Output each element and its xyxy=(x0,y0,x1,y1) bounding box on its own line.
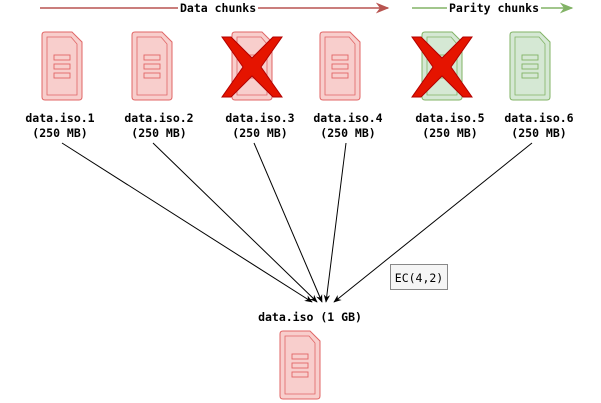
chunk-name: data.iso.5 xyxy=(415,111,485,125)
parity-chunks-header: Parity chunks xyxy=(447,1,542,15)
chunk-to-file-arrow xyxy=(152,142,318,303)
file-icon xyxy=(41,31,83,101)
file-icon xyxy=(509,31,551,101)
result-file-icon xyxy=(279,330,321,400)
chunk-name: data.iso.6 xyxy=(504,111,574,125)
chunk-size: (250 MB) xyxy=(131,126,187,140)
chunk-size: (250 MB) xyxy=(232,126,288,140)
chunk-size: (250 MB) xyxy=(422,126,478,140)
chunk-name: data.iso.3 xyxy=(225,111,295,125)
result-file-label: data.iso (1 GB) xyxy=(258,310,362,324)
chunk-name: data.iso.1 xyxy=(25,111,95,125)
chunk-name: data.iso.4 xyxy=(313,111,383,125)
chunk-size: (250 MB) xyxy=(32,126,88,140)
chunk-to-file-arrow xyxy=(333,142,533,303)
failed-x-icon xyxy=(411,36,473,98)
file-icon xyxy=(319,31,361,101)
connections xyxy=(61,142,533,303)
data-chunks-header: Data chunks xyxy=(178,1,259,15)
chunk-size: (250 MB) xyxy=(511,126,567,140)
file-icons xyxy=(41,31,551,400)
chunk-to-file-arrow xyxy=(323,142,347,303)
chunk-name: data.iso.2 xyxy=(124,111,194,125)
chunk-size: (250 MB) xyxy=(320,126,376,140)
chunk-to-file-arrow xyxy=(61,142,313,303)
ec-scheme-label: EC(4,2) xyxy=(390,264,448,290)
file-icon xyxy=(131,31,173,101)
failed-x-icon xyxy=(221,36,283,98)
chunk-to-file-arrow xyxy=(253,142,323,303)
